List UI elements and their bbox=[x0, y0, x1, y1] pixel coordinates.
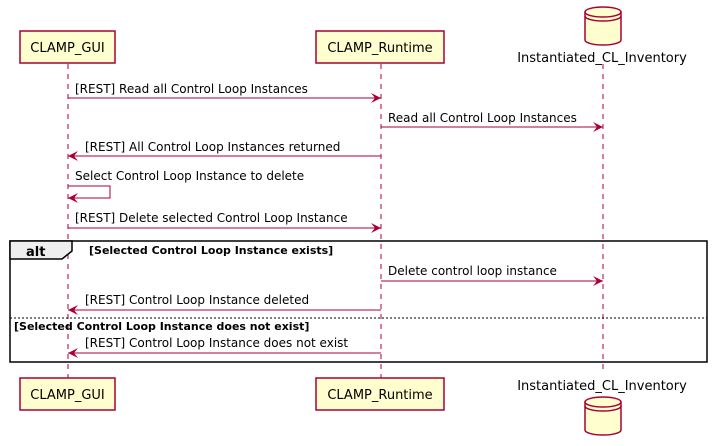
message-4-self: Select Control Loop Instance to delete bbox=[68, 169, 304, 203]
participant-runtime-label-bottom: CLAMP_Runtime bbox=[327, 388, 432, 403]
message-1-label: [REST] Read all Control Loop Instances bbox=[75, 82, 308, 96]
message-5-label: [REST] Delete selected Control Loop Inst… bbox=[75, 211, 348, 225]
message-1: [REST] Read all Control Loop Instances bbox=[68, 82, 381, 103]
alt-guard: [Selected Control Loop Instance exists] bbox=[89, 244, 333, 257]
message-7-label: [REST] Control Loop Instance deleted bbox=[85, 293, 309, 307]
alt-frame: alt [Selected Control Loop Instance exis… bbox=[9, 240, 708, 363]
message-6-label: Delete control loop instance bbox=[388, 264, 557, 278]
message-2-label: Read all Control Loop Instances bbox=[388, 111, 577, 125]
participant-gui-bottom: CLAMP_GUI bbox=[19, 377, 116, 411]
message-7: [REST] Control Loop Instance deleted bbox=[68, 293, 381, 315]
message-6: Delete control loop instance bbox=[381, 264, 603, 286]
alt-keyword: alt bbox=[26, 245, 45, 260]
participant-inventory-top: Instantiated_CL_Inventory bbox=[517, 6, 687, 66]
participant-inventory-bottom: Instantiated_CL_Inventory bbox=[517, 379, 687, 436]
participant-gui-label: CLAMP_GUI bbox=[30, 41, 105, 56]
message-4-label: Select Control Loop Instance to delete bbox=[75, 169, 304, 183]
message-3: [REST] All Control Loop Instances return… bbox=[68, 140, 381, 161]
message-3-label: [REST] All Control Loop Instances return… bbox=[85, 140, 340, 154]
participant-gui-top: CLAMP_GUI bbox=[19, 30, 116, 64]
participant-gui-label-bottom: CLAMP_GUI bbox=[30, 388, 105, 403]
else-guard: [Selected Control Loop Instance does not… bbox=[14, 320, 309, 333]
participant-runtime-label: CLAMP_Runtime bbox=[327, 41, 432, 56]
database-icon bbox=[584, 6, 622, 46]
message-8-label: [REST] Control Loop Instance does not ex… bbox=[85, 336, 348, 350]
participant-inventory-label-bottom: Instantiated_CL_Inventory bbox=[517, 379, 687, 394]
participant-runtime-bottom: CLAMP_Runtime bbox=[315, 377, 445, 411]
participant-inventory-label: Instantiated_CL_Inventory bbox=[517, 51, 687, 66]
message-5: [REST] Delete selected Control Loop Inst… bbox=[68, 211, 381, 233]
message-8: [REST] Control Loop Instance does not ex… bbox=[68, 336, 381, 358]
message-2: Read all Control Loop Instances bbox=[381, 111, 603, 132]
participant-runtime-top: CLAMP_Runtime bbox=[315, 30, 445, 64]
database-icon bbox=[584, 396, 622, 436]
